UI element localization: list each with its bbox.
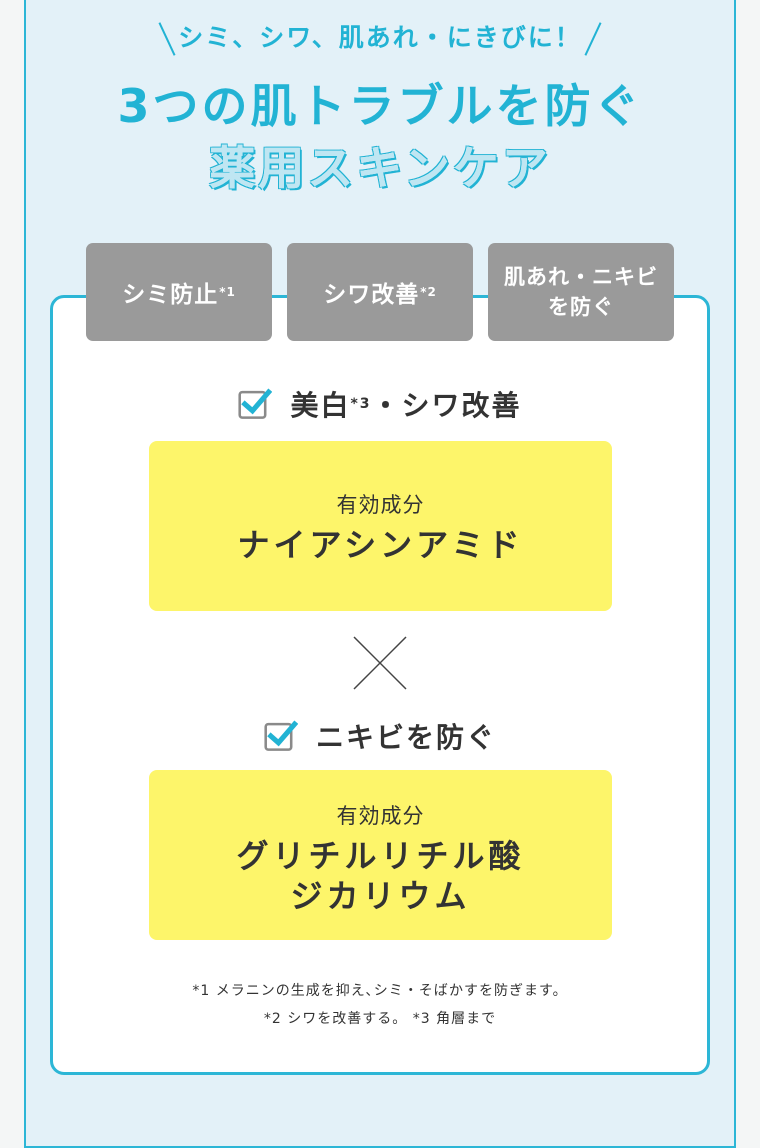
ingredient-name-line2: ジカリウム bbox=[290, 877, 471, 915]
ingredient-label: 有効成分 bbox=[336, 493, 425, 517]
headline-line2: 薬用スキンケア bbox=[209, 141, 551, 195]
footnotes: *1 メラニンの生成を抑え､シミ・そばかすを防ぎます。 *2 シワを改善する。 … bbox=[0, 977, 760, 1033]
tab-label-line1: 肌あれ・ニキビ bbox=[504, 265, 658, 289]
tab-label-line2: を防ぐ bbox=[548, 295, 614, 319]
tab-label: シワ改善 bbox=[323, 282, 420, 308]
tab-label: シミ防止 bbox=[122, 282, 219, 308]
ingredient-name-line1: グリチルリチル酸 bbox=[236, 837, 525, 875]
effect-footnote-mark: *3 bbox=[350, 396, 372, 412]
tab-acne-prevention: 肌あれ・ニキビ を防ぐ bbox=[488, 243, 674, 341]
tab-footnote-mark: *2 bbox=[420, 285, 437, 299]
tab-footnote-mark: *1 bbox=[219, 285, 236, 299]
effect-text: ニキビを防ぐ bbox=[315, 721, 496, 754]
effect-text: 美白 bbox=[290, 389, 351, 422]
catch-copy: シミ、シワ、肌あれ・にきびに！ bbox=[0, 18, 760, 57]
multiply-icon bbox=[353, 636, 407, 690]
right-slash-decoration bbox=[584, 22, 602, 56]
tab-spot-prevention: シミ防止*1 bbox=[86, 243, 272, 341]
tab-wrinkle-improvement: シワ改善*2 bbox=[287, 243, 473, 341]
effect-text-rest: ・シワ改善 bbox=[371, 389, 522, 422]
catch-text: シミ、シワ、肌あれ・にきびに！ bbox=[178, 23, 582, 52]
ingredient-box-glycyrrhizinate: 有効成分 グリチルリチル酸 ジカリウム bbox=[149, 770, 612, 940]
checkbox-icon bbox=[264, 720, 298, 751]
left-slash-decoration bbox=[158, 22, 176, 56]
checkbox-icon bbox=[238, 388, 273, 419]
headline-line1: 3つの肌トラブルを防ぐ bbox=[117, 79, 643, 133]
ingredient-label: 有効成分 bbox=[336, 804, 425, 828]
ingredient-box-niacinamide: 有効成分 ナイアシンアミド bbox=[149, 441, 612, 611]
ingredient-name: グリチルリチル酸 ジカリウム bbox=[149, 836, 612, 916]
effect-heading-whitening: 美白*3・シワ改善 bbox=[0, 384, 760, 424]
ingredient-name: ナイアシンアミド bbox=[237, 526, 524, 564]
footnote-2: *2 シワを改善する。 *3 角層まで bbox=[263, 1011, 497, 1027]
content-card bbox=[50, 295, 710, 1075]
effect-heading-acne: ニキビを防ぐ bbox=[0, 716, 760, 756]
footnote-1: *1 メラニンの生成を抑え､シミ・そばかすを防ぎます。 bbox=[192, 983, 568, 999]
